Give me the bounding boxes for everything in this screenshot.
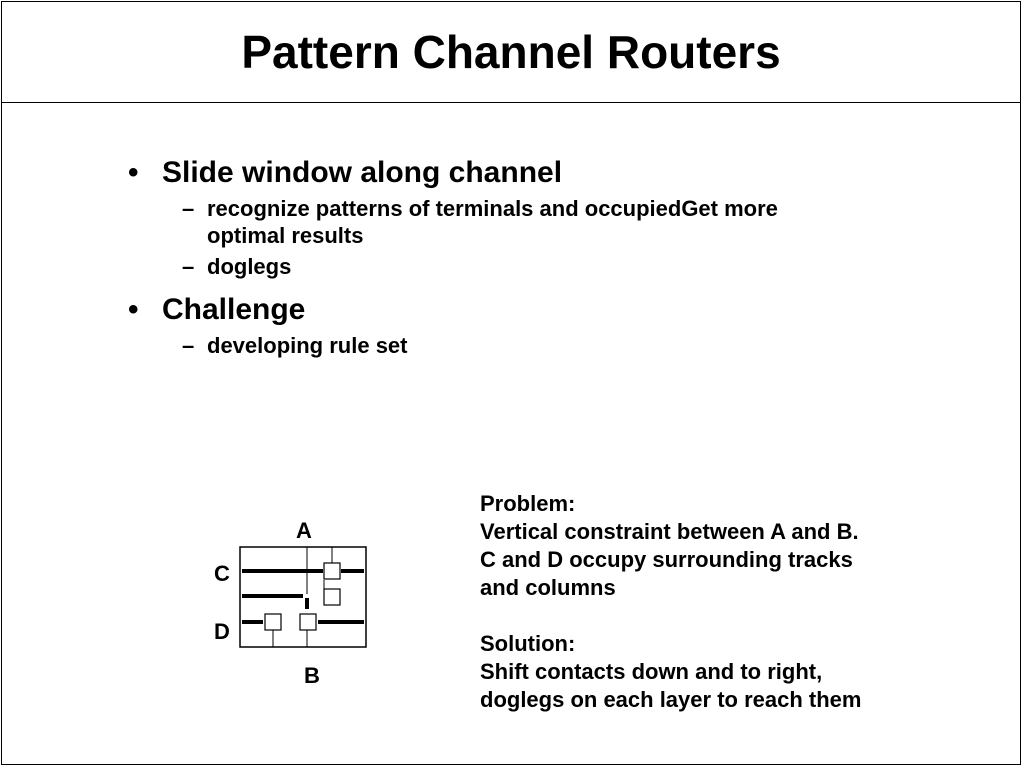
bullet-text: Challenge: [162, 293, 306, 326]
label-a: A: [296, 518, 312, 543]
bullet-list: • Slide window along channel – recognize…: [128, 155, 888, 359]
sub-bullet-item: – developing rule set: [128, 332, 888, 359]
dash-glyph: –: [182, 333, 195, 358]
bullet-item: • Challenge: [128, 292, 888, 328]
problem-line: and columns: [480, 575, 616, 600]
contact-square: [323, 562, 341, 580]
slide-title: Pattern Channel Routers: [241, 25, 781, 78]
bullet-glyph: •: [128, 156, 139, 189]
channel-routing-diagram: A C D B: [214, 518, 367, 687]
label-c: C: [214, 561, 230, 586]
contact-square: [323, 588, 341, 606]
bullet-text: Slide window along channel: [162, 156, 563, 189]
title-bar: Pattern Channel Routers: [1, 1, 1021, 103]
sub-bullet-text-continued: optimal results: [207, 223, 364, 248]
sub-bullet-text: recognize patterns of terminals and occu…: [207, 196, 778, 221]
problem-line: Vertical constraint between A and B.: [480, 519, 859, 544]
bullet-item: • Slide window along channel: [128, 155, 888, 191]
sub-bullet-item: – doglegs: [128, 253, 888, 280]
solution-line: Shift contacts down and to right,: [480, 659, 823, 684]
problem-line: C and D occupy surrounding tracks: [480, 547, 853, 572]
bullet-glyph: •: [128, 293, 139, 326]
problem-label: Problem:: [480, 491, 576, 516]
sub-bullet-text: developing rule set: [207, 333, 408, 358]
contact-square: [264, 613, 282, 631]
solution-label: Solution:: [480, 631, 576, 656]
dash-glyph: –: [182, 196, 195, 221]
solution-line: doglegs on each layer to reach them: [480, 687, 862, 712]
sub-bullet-item: – recognize patterns of terminals and oc…: [128, 195, 888, 249]
sub-bullet-text: doglegs: [207, 254, 292, 279]
dash-glyph: –: [182, 254, 195, 279]
label-d: D: [214, 619, 230, 644]
channel-box: [239, 546, 367, 648]
problem-solution-caption: Problem: Vertical constraint between A a…: [480, 490, 1000, 714]
contact-square: [299, 613, 317, 631]
label-b: B: [304, 663, 320, 687]
